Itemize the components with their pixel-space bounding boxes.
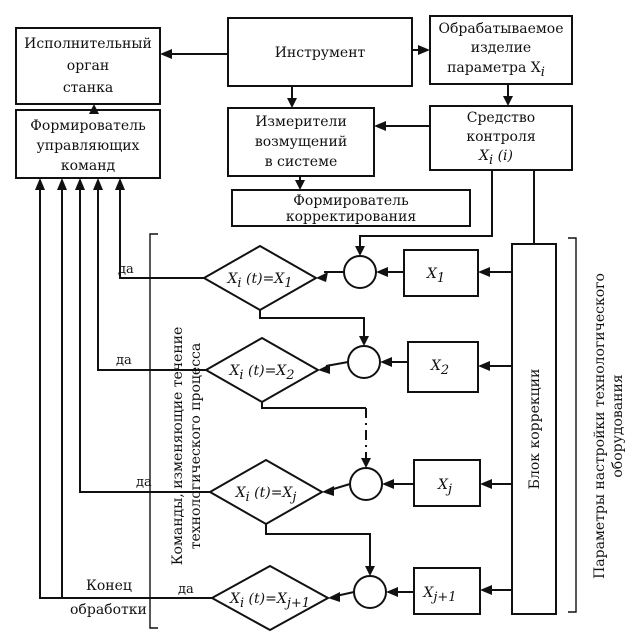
control-means-line-1: Средство: [467, 110, 535, 126]
tool-label: Инструмент: [275, 45, 366, 61]
param-box-x2: X2: [407, 341, 479, 393]
svg-text:X1: X1: [426, 266, 445, 286]
decision-j1: Xi (t)=Xj+1: [209, 564, 331, 632]
param-box-x1: X1: [403, 249, 479, 297]
decision-2: Xi (t)=X2: [203, 336, 321, 404]
end-label-line-2: обработки: [70, 602, 147, 618]
svg-text:Xi (t)=X1: Xi (t)=X1: [226, 271, 292, 291]
command-former-line-1: Формирователь: [30, 118, 146, 134]
yes-label-2: да: [116, 353, 132, 368]
executive-line-1: Исполнительный: [24, 36, 152, 52]
workpiece-line-1: Обрабатываемое: [439, 21, 564, 37]
sum-node-j: [349, 467, 383, 501]
correction-former-line-1: Формирователь: [293, 193, 409, 209]
svg-text:Xi (t)=Xj: Xi (t)=Xj: [235, 485, 297, 505]
command-former-line-2: управляющих: [37, 138, 140, 154]
tool-block: Инструмент: [227, 17, 413, 87]
svg-text:Xi (t)=Xj+1: Xi (t)=Xj+1: [229, 591, 310, 611]
correction-former-line-2: корректирования: [286, 209, 416, 225]
correction-former-block: Формирователь корректирования: [231, 189, 471, 227]
disturbance-line-3: в системе: [265, 154, 338, 170]
command-former-line-3: команд: [61, 158, 116, 174]
param-box-xj: Xj: [413, 459, 481, 507]
yes-label-j1: да: [178, 582, 194, 597]
sum-node-j1: [353, 575, 387, 609]
svg-text:X2: X2: [430, 358, 449, 378]
control-means-line-2: контроля: [466, 129, 536, 145]
executive-organ-block: Исполнительный орган станка: [15, 27, 161, 105]
right-bracket-label-1: Параметры настройки технологического: [592, 273, 608, 579]
param-box-xj1: Xj+1: [413, 567, 481, 615]
right-bracket-label-2: оборудования: [610, 374, 626, 477]
connectors: [35, 45, 577, 629]
disturbance-line-1: Измерители: [255, 114, 347, 130]
left-bracket-label-2: технологического процесса: [188, 343, 204, 550]
disturbance-line-2: возмущений: [255, 134, 347, 150]
left-bracket-label-1: Команды, изменяющие течение: [170, 327, 186, 566]
workpiece-line-2: изделие: [471, 40, 531, 56]
control-means-line-3: Xi (i): [478, 148, 513, 168]
command-former-block: Формирователь управляющих команд: [15, 109, 161, 179]
executive-line-3: станка: [63, 80, 113, 96]
control-means-block: Средство контроля Xi (i): [429, 105, 573, 171]
yes-label-j: да: [136, 475, 152, 490]
executive-line-2: орган: [67, 58, 109, 74]
svg-text:Xj+1: Xj+1: [422, 585, 456, 605]
disturbance-meters-block: Измерители возмущений в системе: [227, 107, 375, 177]
svg-text:Xi (t)=X2: Xi (t)=X2: [228, 363, 294, 383]
correction-unit-block: Блок коррекции: [511, 243, 557, 615]
svg-text:Xj: Xj: [437, 477, 452, 497]
sum-node-2: [347, 345, 381, 379]
sum-node-1: [343, 255, 377, 289]
decision-j: Xi (t)=Xj: [207, 458, 325, 526]
workpiece-block: Обрабатываемое изделие параметра Xi: [429, 15, 573, 85]
correction-unit-label: Блок коррекции: [527, 369, 543, 490]
yes-label-1: да: [118, 262, 134, 277]
decision-1: Xi (t)=X1: [201, 244, 319, 312]
end-label-line-1: Конец: [86, 578, 132, 594]
workpiece-line-3: параметра Xi: [447, 60, 545, 80]
